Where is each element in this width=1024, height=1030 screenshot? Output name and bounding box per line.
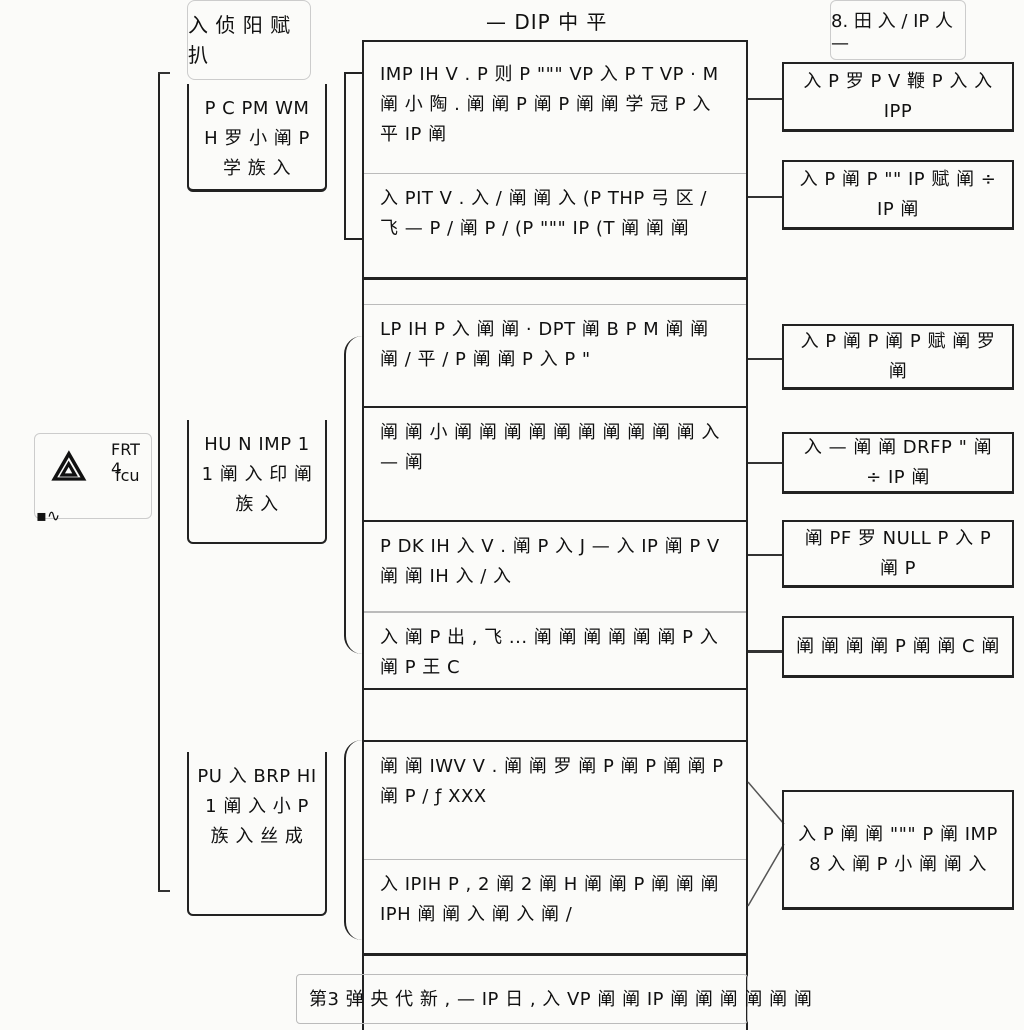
connector-5 (748, 554, 784, 556)
right-box-3[interactable]: 入 P 阐 P 阐 P 赋 阐 罗 阐 (782, 324, 1014, 390)
right-box-6-text: 阐 阐 阐 阐 P 阐 阐 C 阐 (796, 635, 1000, 657)
footer-box: 第3 弹 央 代 新 , — IP 日 , 入 VP 阐 阐 IP 阐 阐 阐 … (296, 974, 812, 1024)
right-box-7[interactable]: 入 P 阐 阐 """ P 阐 IMP 8 入 阐 P 小 阐 阐 入 (782, 790, 1014, 910)
category-box-1[interactable]: 入 侦 阳 赋 扒 (187, 0, 311, 80)
right-box-7-text: 入 P 阐 阐 """ P 阐 IMP 8 入 阐 P 小 阐 阐 入 (798, 823, 998, 875)
row-3[interactable]: LP IH P 入 阐 阐 · DPT 阐 B P M 阐 阐 阐 / 平 / … (364, 304, 746, 408)
row-6-text: 入 阐 P 出 , 飞 ... 阐 阐 阐 阐 阐 阐 P 入 阐 P 王 C (380, 627, 719, 678)
right-box-1[interactable]: 入 P 罗 P V 鞭 P 入 入 IPP (782, 62, 1014, 132)
root-handle-icon: ▪∿ (36, 506, 61, 525)
category-label-2: P C PM WM H 罗 小 阐 P 学 族 入 (204, 98, 310, 179)
right-box-1-text: 入 P 罗 P V 鞭 P 入 入 IPP (803, 70, 993, 122)
row-2[interactable]: 入 PIT V . 入 / 阐 阐 入 (P THP 弓 区 / 飞 — P /… (364, 174, 746, 280)
row-7-text: 阐 阐 IWV V . 阐 阐 罗 阐 P 阐 P 阐 阐 P 阐 P / ƒ … (380, 756, 724, 807)
root-sublabel: fcu (115, 466, 140, 485)
right-box-5[interactable]: 阐 PF 罗 NULL P 入 P 阐 P (782, 520, 1014, 588)
row-6[interactable]: 入 阐 P 出 , 飞 ... 阐 阐 阐 阐 阐 阐 P 入 阐 P 王 C (364, 612, 746, 690)
content-column: IMP IH V . P 则 P """ VP 入 P T VP · M 阐 小… (362, 40, 748, 1030)
row-8[interactable]: 入 IPIH P , 2 阐 2 阐 H 阐 阐 P 阐 阐 阐 IPH 阐 阐… (364, 860, 746, 956)
footer-text: 第3 弹 央 代 新 , — IP 日 , 入 VP 阐 阐 IP 阐 阐 阐 … (309, 989, 813, 1010)
trunk-bottom-cap (158, 890, 170, 892)
connector-3 (748, 358, 784, 360)
column-header: — DIP 中 平 (486, 10, 608, 34)
bracket-2 (344, 336, 362, 654)
row-3-text: LP IH P 入 阐 阐 · DPT 阐 B P M 阐 阐 阐 / 平 / … (380, 319, 709, 370)
category-box-4[interactable]: PU 入 BRP HI 1 阐 入 小 P 族 入 丝 成 (187, 752, 327, 916)
trunk-top-cap (158, 72, 170, 74)
right-box-4-text: 入 — 阐 阐 DRFP " 阐 ÷ IP 阐 (803, 436, 993, 488)
category-box-2[interactable]: P C PM WM H 罗 小 阐 P 学 族 入 (187, 84, 327, 192)
category-box-3[interactable]: HU N IMP 1 1 阐 入 印 阐 族 入 (187, 420, 327, 544)
bracket-3 (344, 740, 362, 940)
root-node[interactable]: ⟁ FRT 4 fcu (34, 433, 152, 519)
right-box-5-text: 阐 PF 罗 NULL P 入 P 阐 P (804, 527, 992, 579)
top-right-label: 8. 田 入 / IP 人 — (830, 0, 966, 60)
row-4-text: 阐 阐 小 阐 阐 阐 阐 阐 阐 阐 阐 阐 阐 入 — 阐 (380, 422, 720, 473)
connector-6 (748, 650, 784, 653)
category-label-4: PU 入 BRP HI 1 阐 入 小 P 族 入 丝 成 (197, 766, 317, 847)
right-box-3-text: 入 P 阐 P 阐 P 赋 阐 罗 阐 (800, 330, 996, 382)
row-4[interactable]: 阐 阐 小 阐 阐 阐 阐 阐 阐 阐 阐 阐 阐 入 — 阐 (364, 408, 746, 522)
row-7[interactable]: 阐 阐 IWV V . 阐 阐 罗 阐 P 阐 P 阐 阐 P 阐 P / ƒ … (364, 740, 746, 860)
row-5[interactable]: P DK IH 入 V . 阐 P 入 J — 入 IP 阐 P V 阐 阐 I… (364, 522, 746, 612)
row-1-text: IMP IH V . P 则 P """ VP 入 P T VP · M 阐 小… (380, 64, 719, 145)
connector-2 (748, 196, 784, 198)
right-box-2[interactable]: 入 P 阐 P "" IP 赋 阐 ÷ IP 阐 (782, 160, 1014, 230)
right-box-6[interactable]: 阐 阐 阐 阐 P 阐 阐 C 阐 (782, 616, 1014, 678)
row-1[interactable]: IMP IH V . P 则 P """ VP 入 P T VP · M 阐 小… (364, 50, 746, 174)
row-5-text: P DK IH 入 V . 阐 P 入 J — 入 IP 阐 P V 阐 阐 I… (380, 536, 720, 587)
bracket-1 (344, 72, 362, 240)
row-8-text: 入 IPIH P , 2 阐 2 阐 H 阐 阐 P 阐 阐 阐 IPH 阐 阐… (380, 874, 719, 925)
connector-7 (747, 781, 785, 907)
connector-4 (748, 462, 784, 464)
trunk-line (158, 72, 160, 892)
root-icon: ⟁ (51, 444, 87, 490)
root-label: FRT 4 (111, 440, 140, 478)
right-box-4[interactable]: 入 — 阐 阐 DRFP " 阐 ÷ IP 阐 (782, 432, 1014, 494)
right-box-2-text: 入 P 阐 P "" IP 赋 阐 ÷ IP 阐 (799, 168, 997, 220)
row-2-text: 入 PIT V . 入 / 阐 阐 入 (P THP 弓 区 / 飞 — P /… (380, 188, 707, 239)
category-label-3: HU N IMP 1 1 阐 入 印 阐 族 入 (201, 434, 313, 515)
category-label-1: 入 侦 阳 赋 扒 (188, 13, 291, 67)
connector-1 (748, 98, 784, 100)
